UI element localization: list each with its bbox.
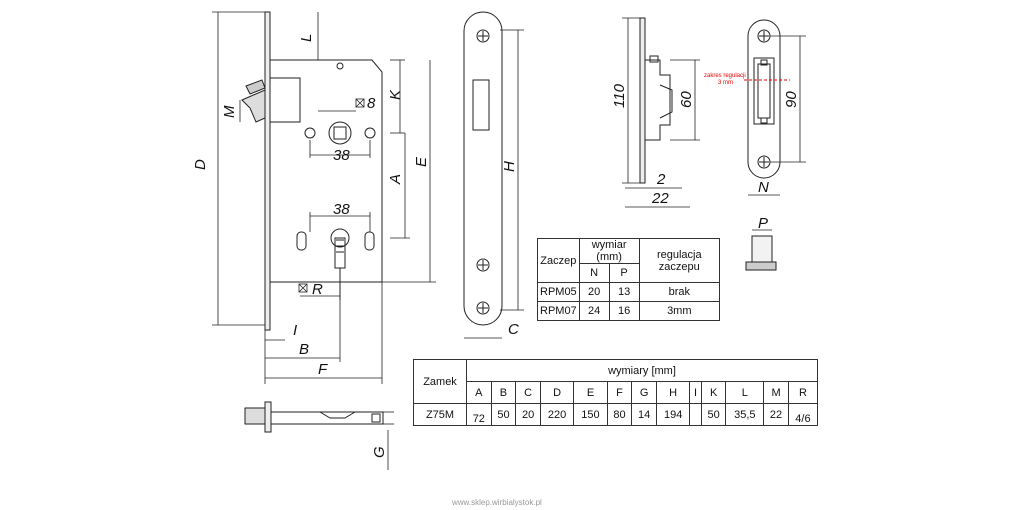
header-I: I [689, 381, 702, 404]
header-L: L [725, 381, 765, 404]
table-row: RPM05 20 13 brak [537, 282, 721, 302]
watermark: www.sklep.wirbialystok.pl [452, 498, 542, 507]
strike-col-zaczep: Zaczep [537, 238, 580, 283]
header-D: D [539, 381, 575, 404]
cell-p: 16 [608, 301, 640, 321]
strike-table: Zaczep wymiar (mm) regulacja zaczepu N P… [537, 238, 721, 321]
lock-side-view [244, 401, 394, 470]
dim-K: K [387, 89, 404, 100]
cell-D: 220 [539, 403, 575, 426]
cell-L: 35,5 [725, 403, 765, 426]
dim-C: C [508, 321, 519, 338]
header-G: G [631, 381, 657, 404]
dim-square-8: 8 [367, 95, 376, 112]
dim-L: L [298, 34, 315, 42]
header-M: M [763, 381, 789, 404]
dim-22: 22 [651, 190, 669, 207]
strike-detail-view [745, 229, 777, 271]
cell-n: 24 [578, 301, 610, 321]
cell-E: 150 [573, 403, 608, 426]
cell-B: 50 [490, 403, 517, 426]
cell-H: 194 [655, 403, 691, 426]
dim-P: P [758, 215, 768, 232]
faceplate-front-view [463, 11, 524, 339]
strike-side-view [622, 17, 700, 208]
strike-front-view [744, 19, 806, 196]
cell-M: 22 [763, 403, 789, 426]
dim-2: 2 [656, 171, 666, 188]
cell-n: 20 [578, 282, 610, 302]
header-E: E [573, 381, 608, 404]
cell-model: RPM07 [537, 301, 580, 321]
cell-C: 20 [515, 403, 541, 426]
cell-G: 14 [631, 403, 657, 426]
dim-38-bottom: 38 [333, 201, 350, 218]
table-row: RPM07 24 16 3mm [537, 301, 721, 321]
header-C: C [515, 381, 541, 404]
cell-p: 13 [608, 282, 640, 302]
strike-subcol-n: N [578, 263, 610, 283]
dim-I: I [293, 322, 297, 339]
dim-E: E [413, 156, 430, 167]
lock-dimensions-table: Zamek wymiary [mm] A B C D E F G H I K L… [413, 359, 819, 426]
dim-M: M [221, 105, 238, 118]
strike-subcol-p: P [608, 263, 640, 283]
header-R: R [787, 381, 819, 404]
adjustment-range-note: zakres regulacji [704, 73, 746, 79]
header-H: H [655, 381, 691, 404]
cell-R: 4/6 [787, 403, 819, 426]
dim-D: D [192, 159, 209, 170]
cell-model: RPM05 [537, 282, 580, 302]
lock-dimension-lines [212, 11, 436, 384]
lock-col-wymiary: wymiary [mm] [466, 359, 818, 382]
square-symbol-icon [298, 98, 365, 293]
header-F: F [606, 381, 633, 404]
lock-body-front-view [241, 11, 383, 331]
dim-G: G [371, 446, 388, 458]
dim-A: A [387, 174, 404, 185]
adjustment-range-value: 3 mm [718, 80, 733, 86]
dim-B: B [299, 341, 309, 358]
dim-110: 110 [611, 83, 628, 108]
cell-I [689, 403, 702, 426]
header-K: K [700, 381, 727, 404]
dim-F: F [318, 361, 328, 378]
header-B: B [490, 381, 517, 404]
dim-60: 60 [678, 91, 695, 108]
strike-col-wymiar: wymiar (mm) [578, 238, 640, 264]
strike-col-regulacja: regulacja zaczepu [638, 238, 721, 283]
dim-38-top: 38 [333, 147, 350, 164]
table-row: Z75M 72 50 20 220 150 80 14 194 50 35,5 … [413, 403, 819, 426]
dim-N: N [758, 179, 769, 196]
header-A: A [466, 381, 492, 404]
cell-regulacja: brak [638, 282, 721, 302]
dim-R: R [312, 281, 323, 298]
cell-F: 80 [606, 403, 633, 426]
lock-col-zamek: Zamek [413, 359, 467, 404]
dim-90: 90 [783, 91, 800, 108]
cell-regulacja: 3mm [638, 301, 721, 321]
cell-K: 50 [700, 403, 727, 426]
cell-A: 72 [466, 403, 492, 426]
cell-model: Z75M [413, 403, 467, 426]
dim-H: H [501, 161, 518, 172]
